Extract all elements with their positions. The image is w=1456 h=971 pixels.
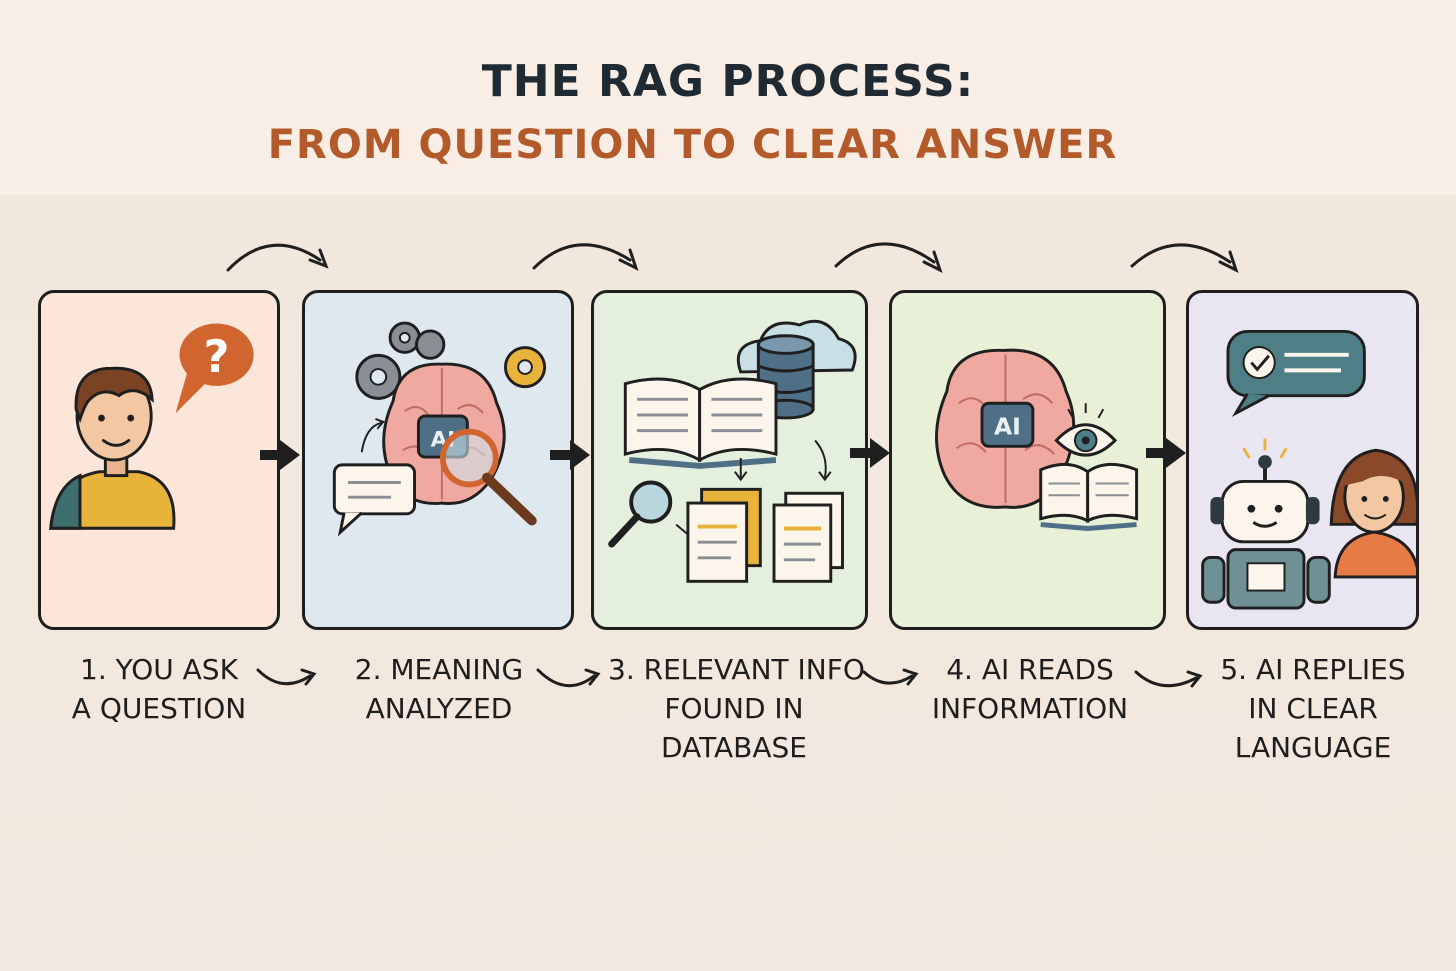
step-1-label-line-2: A QUESTION: [71, 692, 247, 725]
magnifier-icon: [608, 480, 673, 548]
step-3-label: 3. RELEVANT INFO FOUND IN DATABASE: [608, 650, 865, 767]
ai-badge-icon: AI: [980, 401, 1035, 448]
step-4-label: 4. AI READS INFORMATION: [920, 650, 1140, 728]
step-1-illustration: ?: [49, 323, 254, 530]
step-5-label-line-3: LANGUAGE: [1234, 731, 1392, 764]
question-bubble-icon: ?: [175, 323, 254, 414]
step-5-label-line-2: IN CLEAR: [1248, 692, 1378, 725]
step-3-label-line-1: 3. RELEVANT INFO: [608, 653, 865, 686]
step-2-label: 2. MEANING ANALYZED: [330, 650, 548, 728]
step-4-label-line-2: INFORMATION: [931, 692, 1129, 725]
header-band: [0, 0, 1456, 195]
step-4-panel: AI: [889, 290, 1166, 630]
step-1-label-line-1: 1. YOU ASK: [80, 653, 238, 686]
step-2-panel: AI: [302, 290, 574, 630]
step-3-label-line-2: FOUND IN: [664, 692, 804, 725]
robot-icon: [1201, 438, 1331, 610]
magnifier-icon: [439, 428, 537, 526]
step-5-label: 5. AI REPLIES IN CLEAR LANGUAGE: [1200, 650, 1426, 767]
documents-icon: [675, 439, 844, 583]
step-1-label: 1. YOU ASK A QUESTION: [50, 650, 268, 728]
checkmark-bubble-icon: [1226, 329, 1366, 417]
step-2-label-line-2: ANALYZED: [365, 692, 513, 725]
step-4-illustration: AI: [935, 348, 1139, 531]
eye-icon: [1054, 403, 1118, 457]
step-2-label-line-1: 2. MEANING: [354, 653, 524, 686]
open-book-icon: [623, 377, 778, 469]
step-3-label-line-3: DATABASE: [661, 731, 807, 764]
step-4-label-line-1: 4. AI READS: [946, 653, 1114, 686]
open-book-icon: [1039, 462, 1139, 531]
step-3-panel: [591, 290, 868, 630]
step-1-panel: ?: [38, 290, 280, 630]
step-3-illustration: [608, 319, 857, 583]
diagram-title: THE RAG PROCESS:: [481, 56, 975, 107]
step-5-label-line-1: 5. AI REPLIES: [1220, 653, 1406, 686]
person-icon: [1329, 448, 1416, 579]
step-5-illustration: [1201, 329, 1416, 610]
svg-text:?: ?: [204, 330, 230, 383]
step-2-illustration: AI: [332, 321, 547, 537]
diagram-subtitle: FROM QUESTION TO CLEAR ANSWER: [267, 122, 1118, 168]
ai-badge-text: AI: [994, 413, 1021, 441]
person-icon: [49, 366, 176, 530]
gears-icon: [355, 321, 547, 400]
chat-bubble-icon: [332, 418, 416, 537]
step-5-panel: [1186, 290, 1419, 630]
